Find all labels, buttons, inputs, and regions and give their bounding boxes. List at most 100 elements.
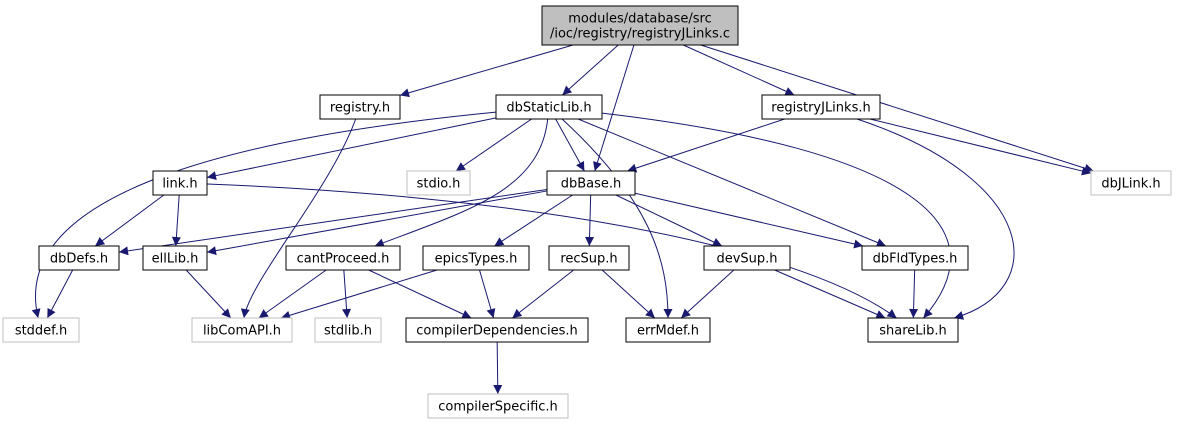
node-box — [38, 245, 120, 271]
node-label: devSup.h — [716, 252, 777, 267]
node-box — [422, 245, 530, 271]
nodes-layer: modules/database/src/ioc/registry/regist… — [2, 5, 1172, 419]
node-compilerDependencies_h[interactable]: compilerDependencies.h — [405, 317, 589, 343]
edge-dbStaticLib_h-to-stdio_h — [455, 118, 532, 172]
node-box — [625, 317, 711, 343]
node-label: compilerSpecific.h — [438, 400, 558, 415]
node-box — [285, 245, 401, 271]
edge-cantProceed_h-to-libComAPI_h — [258, 269, 327, 319]
node-label: modules/database/src — [568, 12, 712, 27]
node-box — [1090, 170, 1172, 196]
node-root[interactable]: modules/database/src/ioc/registry/regist… — [541, 5, 739, 46]
node-box — [546, 170, 636, 196]
node-dbJLink_h: dbJLink.h — [1090, 170, 1172, 196]
node-dbStaticLib_h[interactable]: dbStaticLib.h — [495, 94, 603, 120]
node-epicsTypes_h[interactable]: epicsTypes.h — [422, 245, 530, 271]
node-stdio_h: stdio.h — [406, 170, 471, 196]
edge-dbFldTypes_h-to-shareLib_h — [909, 269, 919, 319]
edge-dbDefs_h-to-stddef_h — [46, 269, 74, 319]
edges-layer — [31, 44, 1094, 395]
node-box — [495, 94, 603, 120]
node-box — [319, 94, 401, 120]
edge-compilerDependencies_h-to-compilerSpecific_h — [493, 341, 503, 395]
node-label: cantProceed.h — [297, 252, 390, 267]
node-label: compilerDependencies.h — [416, 324, 577, 339]
node-label: ellLib.h — [152, 252, 199, 267]
node-label: dbJLink.h — [1101, 177, 1160, 192]
node-stdlib_h: stdlib.h — [314, 317, 382, 343]
edge-link_h-to-dbDefs_h — [94, 194, 165, 247]
node-stddef_h: stddef.h — [2, 317, 80, 343]
edge-dbStaticLib_h-to-errMdef_h — [561, 118, 673, 319]
edge-registryJLinks_h-to-dbJLink_h — [869, 118, 1092, 176]
edge-recSup_h-to-errMdef_h — [601, 269, 656, 319]
node-libComAPI_h: libComAPI.h — [191, 317, 293, 343]
node-label: stddef.h — [15, 324, 67, 339]
edge-dbBase_h-to-ellLib_h — [206, 190, 548, 256]
node-dbDefs_h[interactable]: dbDefs.h — [38, 245, 120, 271]
node-label: dbBase.h — [561, 177, 622, 192]
node-label: dbStaticLib.h — [506, 101, 591, 116]
node-label: link.h — [162, 177, 197, 192]
node-label: registryJLinks.h — [771, 101, 870, 116]
edge-cantProceed_h-to-compilerDependencies_h — [368, 269, 472, 319]
node-label: stdio.h — [417, 177, 461, 192]
edge-dbStaticLib_h-to-link_h — [206, 117, 497, 181]
edge-dbStaticLib_h-to-shareLib_h — [601, 112, 951, 319]
node-label: libComAPI.h — [203, 324, 281, 339]
node-box — [191, 317, 293, 343]
edge-root-to-dbJLink_h — [700, 44, 1094, 173]
node-cantProceed_h[interactable]: cantProceed.h — [285, 245, 401, 271]
node-box — [142, 245, 208, 271]
node-dbFldTypes_h[interactable]: dbFldTypes.h — [861, 245, 969, 271]
node-devSup_h[interactable]: devSup.h — [703, 245, 791, 271]
node-errMdef_h[interactable]: errMdef.h — [625, 317, 711, 343]
node-label: dbDefs.h — [50, 252, 108, 267]
node-recSup_h[interactable]: recSup.h — [548, 245, 630, 271]
edge-devSup_h-to-errMdef_h — [680, 269, 735, 319]
node-dbBase_h[interactable]: dbBase.h — [546, 170, 636, 196]
node-label: recSup.h — [560, 252, 617, 267]
node-registryJLinks_h[interactable]: registryJLinks.h — [761, 94, 881, 120]
node-label: errMdef.h — [637, 324, 699, 339]
node-box — [2, 317, 80, 343]
edge-cantProceed_h-to-stdlib_h — [342, 269, 352, 319]
edge-dbBase_h-to-devSup_h — [615, 194, 723, 247]
edge-dbBase_h-to-recSup_h — [585, 194, 595, 247]
edge-root-to-dbStaticLib_h — [562, 44, 619, 96]
edge-root-to-dbBase_h — [593, 44, 635, 172]
node-shareLib_h[interactable]: shareLib.h — [867, 317, 959, 343]
edge-root-to-registryJLinks_h — [683, 44, 795, 96]
node-box — [548, 245, 630, 271]
node-label: /ioc/registry/registryJLinks.c — [550, 27, 730, 42]
edge-link_h-to-ellLib_h — [171, 194, 181, 247]
node-ellLib_h[interactable]: ellLib.h — [142, 245, 208, 271]
edge-epicsTypes_h-to-libComAPI_h — [280, 269, 438, 320]
edge-ellLib_h-to-libComAPI_h — [185, 269, 232, 319]
edge-dbStaticLib_h-to-stddef_h — [31, 111, 497, 319]
edge-registry_h-to-libComAPI_h — [240, 118, 357, 319]
node-registry_h[interactable]: registry.h — [319, 94, 401, 120]
node-box — [861, 245, 969, 271]
edge-dbBase_h-to-dbFldTypes_h — [634, 192, 864, 249]
edge-registryJLinks_h-to-shareLib_h — [856, 118, 1015, 320]
edge-root-to-registry_h — [399, 44, 574, 98]
node-box — [152, 170, 208, 196]
edge-dbBase_h-to-dbDefs_h — [118, 188, 548, 256]
node-box — [427, 393, 569, 419]
edge-dbStaticLib_h-to-dbFldTypes_h — [577, 118, 887, 247]
edge-dbStaticLib_h-to-cantProceed_h — [374, 118, 549, 248]
node-box — [314, 317, 382, 343]
edge-epicsTypes_h-to-compilerDependencies_h — [479, 269, 496, 319]
node-link_h[interactable]: link.h — [152, 170, 208, 196]
edge-dbBase_h-to-epicsTypes_h — [494, 194, 573, 247]
node-compilerSpecific_h: compilerSpecific.h — [427, 393, 569, 419]
node-box — [703, 245, 791, 271]
node-box — [761, 94, 881, 120]
edge-registryJLinks_h-to-dbBase_h — [627, 118, 785, 173]
edge-link_h-to-shareLib_h — [206, 183, 897, 319]
edge-devSup_h-to-shareLib_h — [774, 269, 886, 319]
node-box — [867, 317, 959, 343]
node-label: dbFldTypes.h — [873, 252, 958, 267]
